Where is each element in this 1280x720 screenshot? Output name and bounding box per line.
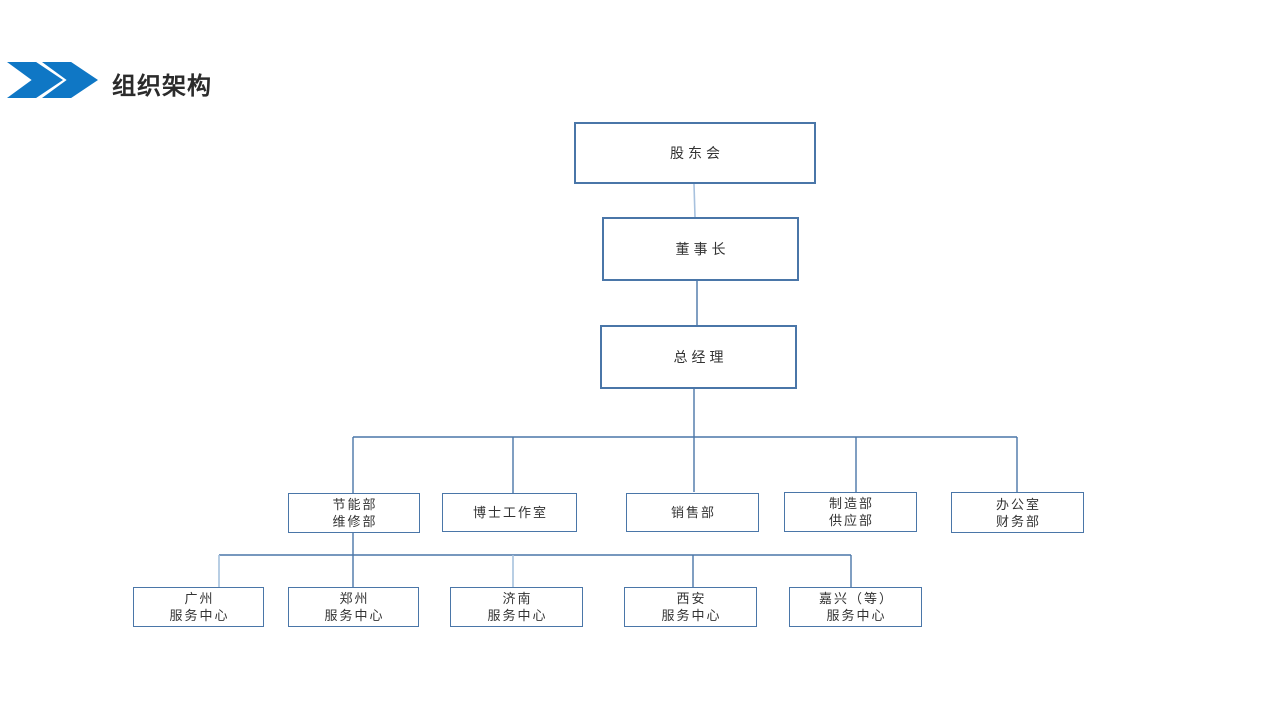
slide-header: 组织架构 — [0, 0, 1280, 110]
org-node-shareholders-meeting: 股东会 — [574, 122, 816, 184]
org-node-jiaxing-service-center: 嘉兴（等） 服务中心 — [789, 587, 922, 627]
org-node-label: 郑州 — [339, 591, 370, 606]
org-node-label: 办公室 — [995, 496, 1041, 512]
org-node-label: 博士工作室 — [472, 505, 548, 520]
org-node-label: 制造部 — [828, 496, 874, 511]
org-node-office-finance: 办公室 财务部 — [951, 492, 1084, 533]
org-node-general-manager: 总经理 — [600, 325, 797, 389]
org-node-label: 服务中心 — [487, 608, 548, 623]
org-node-label: 服务中心 — [661, 608, 722, 623]
org-node-zhengzhou-service-center: 郑州 服务中心 — [288, 587, 419, 627]
org-node-label: 服务中心 — [169, 608, 230, 623]
org-node-label: 董事长 — [675, 241, 730, 257]
org-node-chairman: 董事长 — [602, 217, 799, 281]
org-node-label: 嘉兴（等） — [818, 591, 894, 606]
double-chevron-icon — [7, 62, 99, 98]
org-node-label: 股东会 — [670, 145, 724, 161]
org-node-label: 服务中心 — [324, 608, 385, 623]
org-node-energy-maintenance: 节能部 维修部 — [288, 493, 420, 533]
org-node-label: 总经理 — [673, 349, 728, 365]
org-node-label: 广州 — [184, 591, 215, 606]
connector-shareholders-chairman — [693, 183, 696, 218]
org-node-phd-studio: 博士工作室 — [442, 493, 577, 532]
page-title: 组织架构 — [112, 73, 212, 100]
org-node-label: 财务部 — [995, 513, 1041, 529]
org-node-guangzhou-service-center: 广州 服务中心 — [133, 587, 264, 627]
org-node-label: 服务中心 — [826, 608, 887, 623]
org-node-label: 供应部 — [828, 513, 874, 528]
org-node-jinan-service-center: 济南 服务中心 — [450, 587, 583, 627]
org-node-label: 济南 — [502, 591, 533, 606]
org-node-sales-dept: 销售部 — [626, 493, 759, 532]
org-node-label: 维修部 — [332, 514, 378, 529]
org-node-label: 西安 — [676, 591, 707, 606]
org-node-label: 销售部 — [670, 505, 716, 520]
org-node-manufacturing-supply: 制造部 供应部 — [784, 492, 917, 532]
org-node-xian-service-center: 西安 服务中心 — [624, 587, 757, 627]
org-node-label: 节能部 — [332, 497, 378, 512]
